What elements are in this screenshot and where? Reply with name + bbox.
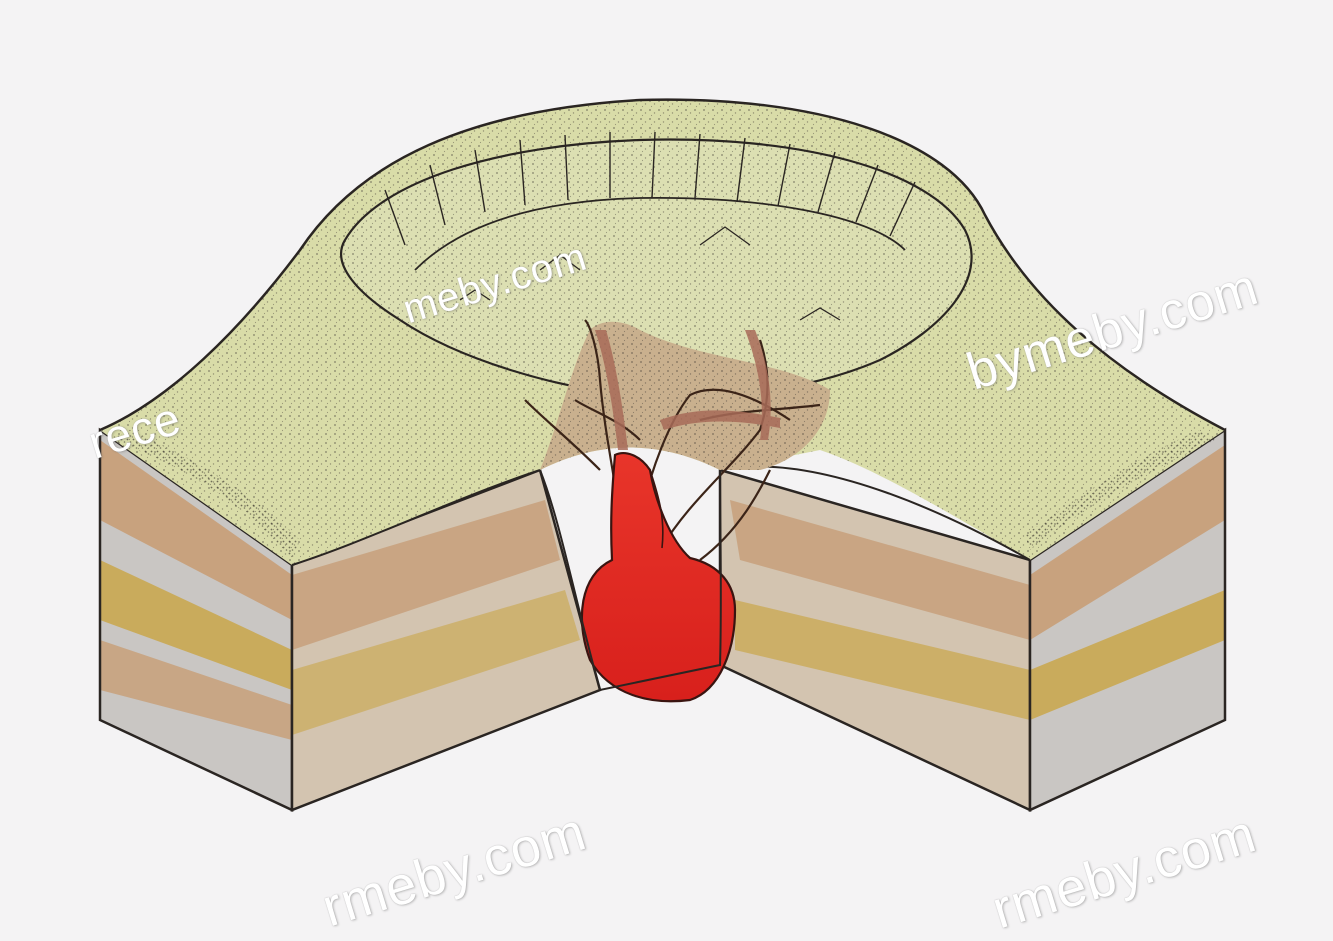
magma-chamber [582,453,735,701]
caldera-diagram [0,0,1333,897]
